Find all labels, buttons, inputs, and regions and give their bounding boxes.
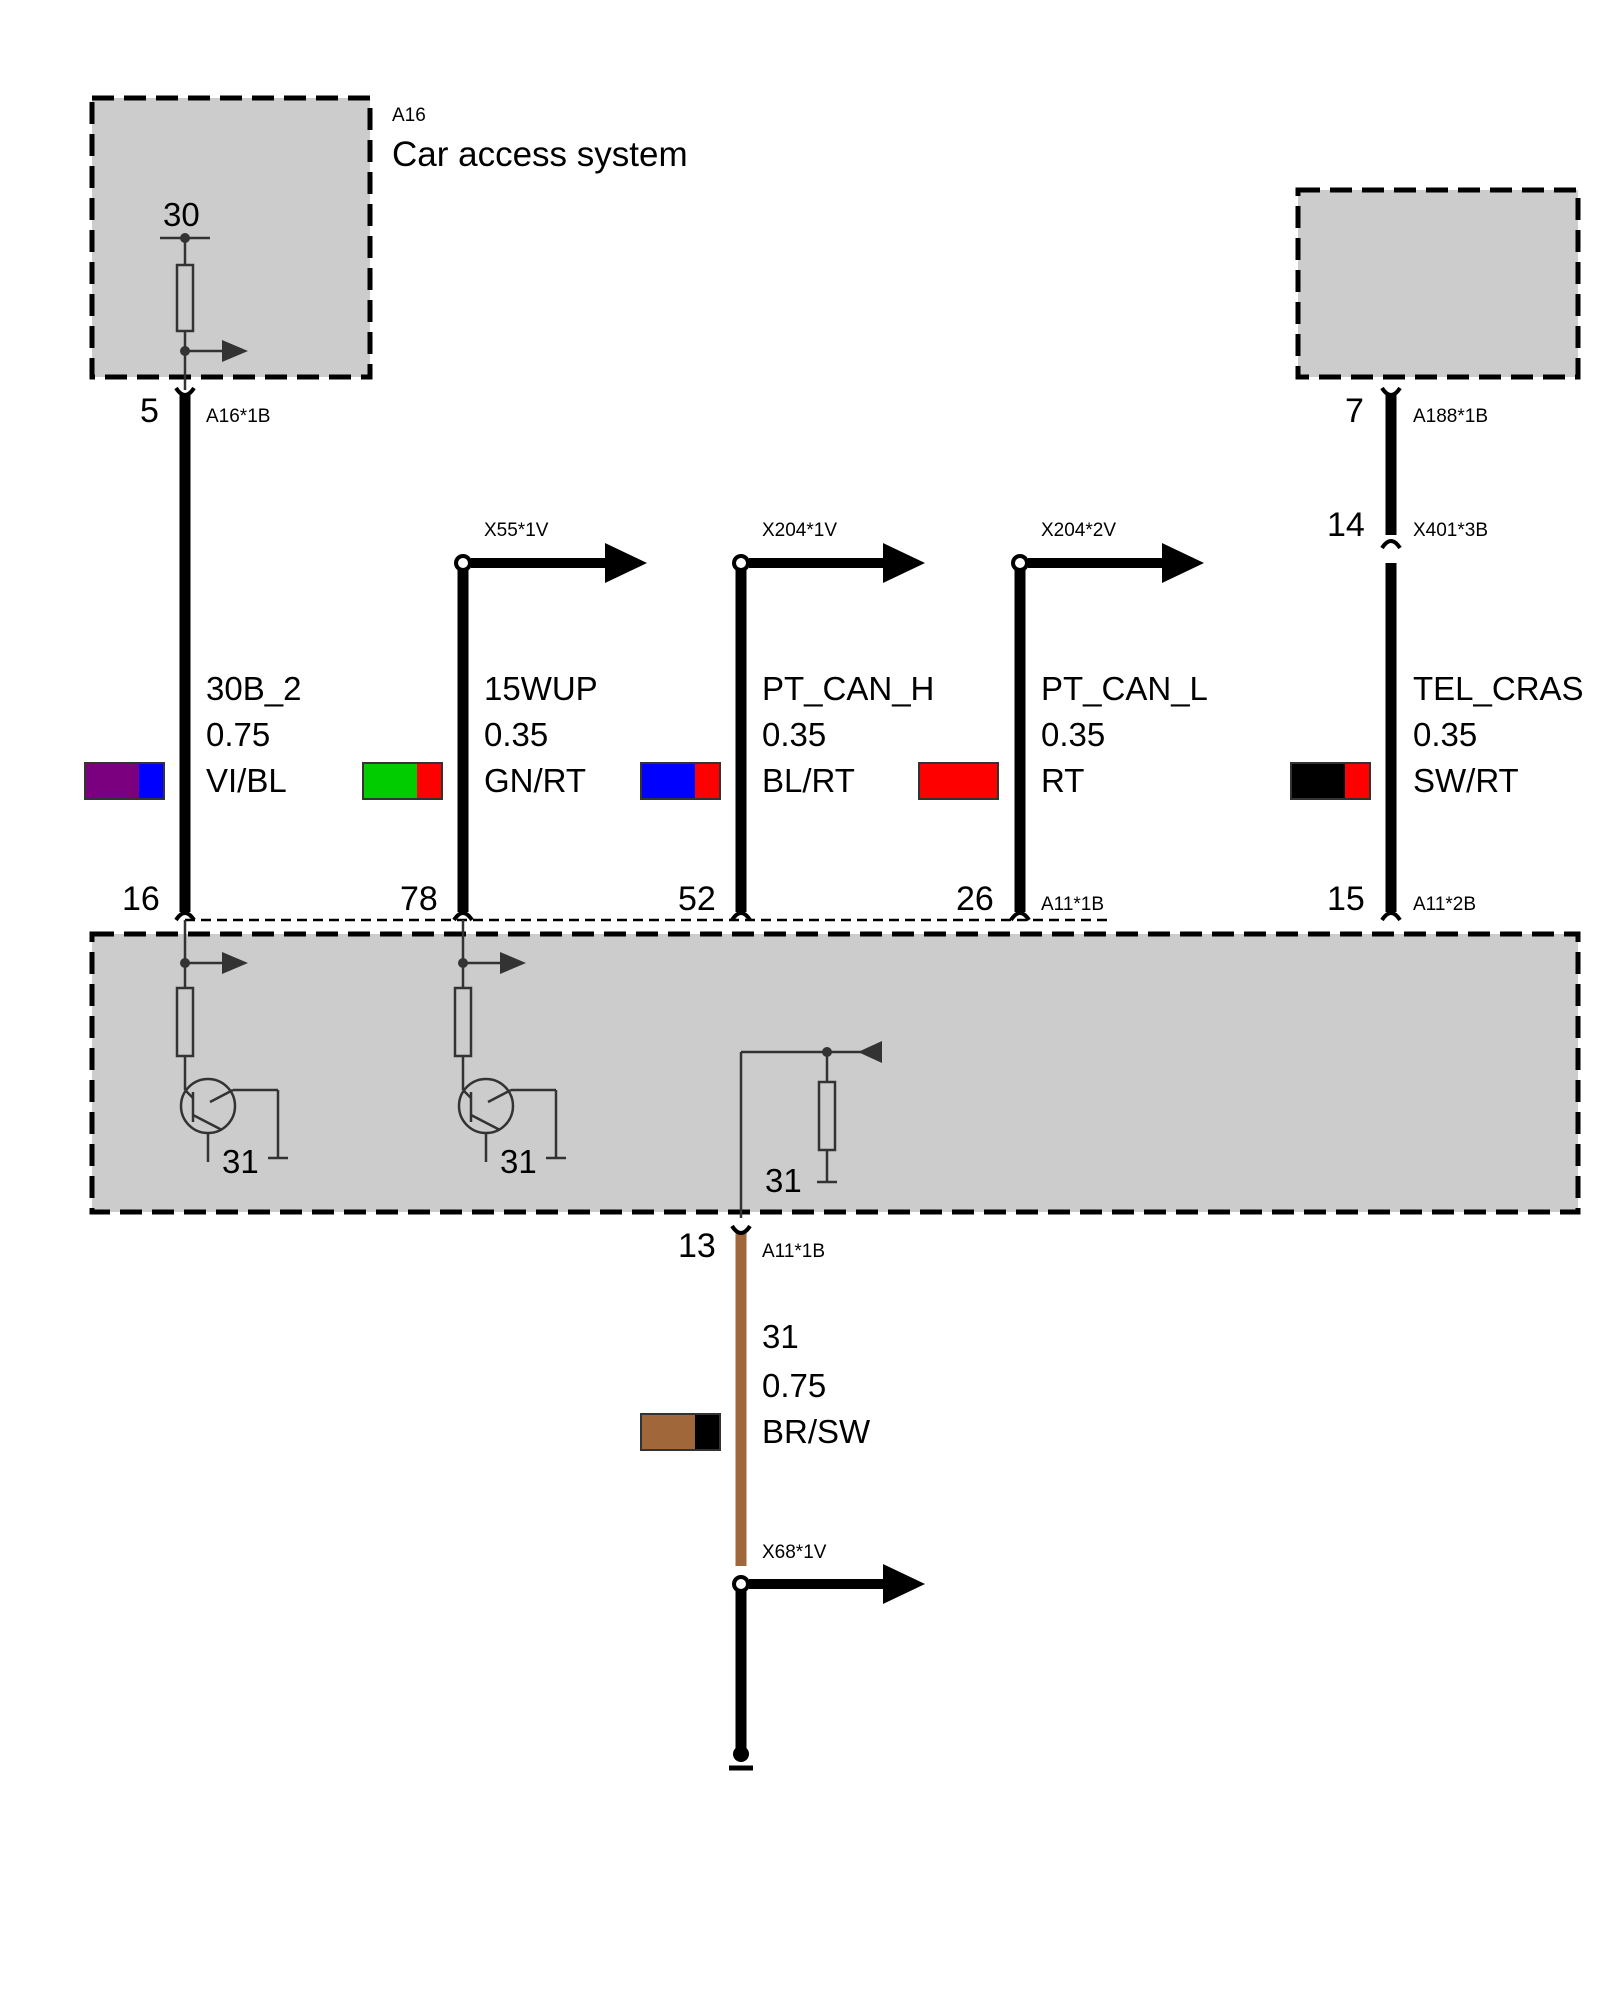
wire-tel-cras: 7 A188*1B 14 X401*3B TEL_CRAS 0.35 SW/RT…: [1290, 386, 1584, 922]
wire-color-code: VI/BL: [206, 762, 287, 799]
pin-label: 14: [1327, 506, 1365, 544]
wire-color-code: SW/RT: [1413, 762, 1519, 799]
wire-color-swatch: [84, 762, 165, 800]
signal-name: TEL_CRAS: [1413, 670, 1584, 707]
connector-label: X204*2V: [1041, 520, 1116, 541]
module-a16-id: A16: [392, 105, 426, 126]
ground-label-2: 31: [500, 1143, 537, 1180]
continues-arrow-icon: [883, 543, 925, 583]
ground-label-1: 31: [222, 1143, 259, 1180]
continues-arrow-icon: [605, 543, 647, 583]
wire-size: 0.35: [484, 716, 548, 753]
wire-size: 0.35: [1041, 716, 1105, 753]
module-a188: [1295, 187, 1581, 380]
pin-label: 26: [956, 880, 994, 918]
connector-label: A16*1B: [206, 406, 270, 427]
output-arrow-icon: [500, 952, 526, 974]
pin-label: 13: [678, 1227, 716, 1265]
wire-size: 0.75: [206, 716, 270, 753]
signal-name: 15WUP: [484, 670, 598, 707]
wire-color-code: BL/RT: [762, 762, 855, 799]
continues-arrow-icon: [883, 1564, 925, 1604]
pin-label: 16: [122, 880, 160, 918]
wire-size: 0.35: [762, 716, 826, 753]
wire-pt-can-h: X204*1V PT_CAN_H 0.35 BL/RT 52: [640, 520, 934, 922]
wire-30b-2: 5 A16*1B 30B_2 0.75 VI/BL 16: [84, 386, 301, 922]
module-a16-terminal-label: 30: [163, 196, 200, 233]
module-a16: A16 Car access system 30: [89, 95, 688, 390]
pin-label: 78: [400, 880, 438, 918]
wire-color-swatch: [1290, 762, 1371, 800]
signal-name: 31: [762, 1318, 799, 1355]
wire-color-code: GN/RT: [484, 762, 586, 799]
connector-label: X68*1V: [762, 1542, 827, 1563]
signal-name: PT_CAN_L: [1041, 670, 1208, 707]
wire-color-swatch: [362, 762, 443, 800]
pin-label: 7: [1345, 392, 1364, 430]
wire-ground-31: 13 A11*1B 31 0.75 BR/SW X68*1V: [640, 1224, 925, 1771]
connector-label: A11*1B: [1041, 894, 1104, 915]
wire-15wup: X55*1V 15WUP 0.35 GN/RT 78: [362, 520, 647, 922]
connector-label: A11*2B: [1413, 894, 1476, 915]
wire-pt-can-l: X204*2V PT_CAN_L 0.35 RT 26 A11*1B: [918, 520, 1208, 922]
wire-size: 0.35: [1413, 716, 1477, 753]
pin-label: 15: [1327, 880, 1365, 918]
connector-label: X55*1V: [484, 520, 549, 541]
signal-name: PT_CAN_H: [762, 670, 934, 707]
wire-color-code: BR/SW: [762, 1413, 871, 1450]
module-a11: 31 31 3: [89, 918, 1581, 1218]
wire-color-swatch: [918, 762, 999, 800]
internal-ground-resistor: [739, 1050, 865, 1218]
module-a16-name: Car access system: [392, 135, 688, 174]
signal-name: 30B_2: [206, 670, 301, 707]
pin-label: 52: [678, 880, 716, 918]
input-arrow-icon: [858, 1041, 882, 1063]
ground-label-3: 31: [765, 1162, 802, 1199]
connector-label: A11*1B: [762, 1241, 825, 1262]
connector-label: A188*1B: [1413, 406, 1488, 427]
continues-arrow-icon: [1162, 543, 1204, 583]
wire-size: 0.75: [762, 1367, 826, 1404]
connector-label: X204*1V: [762, 520, 837, 541]
wire-color-code: RT: [1041, 762, 1084, 799]
output-arrow-icon: [222, 340, 248, 362]
pin-label: 5: [140, 392, 159, 430]
transistor-driver-2: [453, 920, 566, 1162]
wire-color-swatch: [640, 762, 721, 800]
connector-label: X401*3B: [1413, 520, 1488, 541]
wire-color-swatch: [640, 1413, 721, 1451]
output-arrow-icon: [222, 952, 248, 974]
transistor-driver-1: [175, 920, 288, 1162]
